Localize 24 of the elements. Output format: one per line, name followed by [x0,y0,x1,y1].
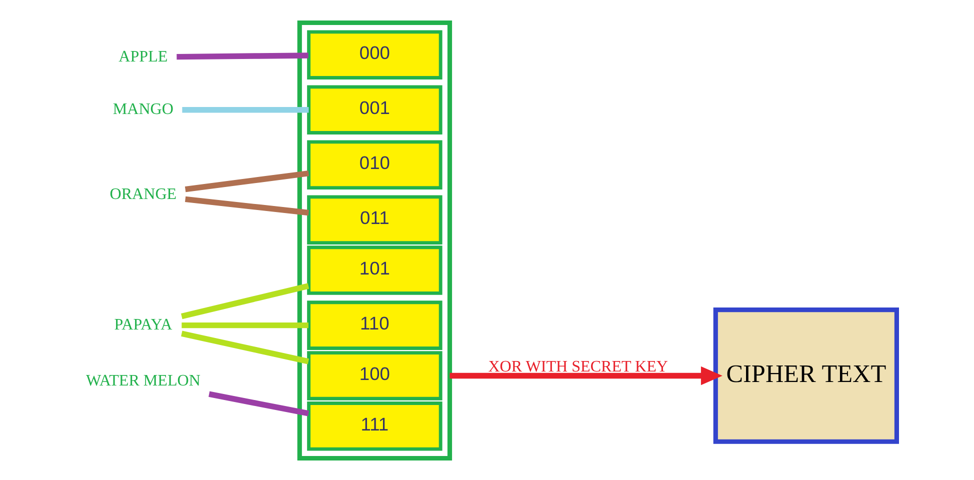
connector [184,170,310,192]
connector [185,196,309,216]
node-box: 100 [307,350,442,400]
node-text: PAPAYA [114,316,172,334]
connector [181,330,310,364]
node-box: 011 [307,194,442,244]
node-box: CIPHER TEXT [713,307,899,444]
node-box: 101 [307,245,442,294]
connector [182,106,309,112]
connector [181,282,310,319]
connector [182,322,308,328]
edge-label: XOR WITH SECRET KEY [488,358,668,375]
node-text: ORANGE [110,185,177,202]
node-text: MANGO [112,100,174,118]
connector [176,52,308,60]
node-box: 000 [307,30,442,79]
arrow [450,366,722,385]
cluster [297,20,452,460]
node-box: 110 [307,300,442,350]
node-text: WATER MELON [86,372,200,390]
node-box: 010 [307,140,442,189]
node-box: 001 [307,84,442,134]
node-box: 111 [307,401,442,450]
node-text: APPLE [118,48,168,65]
